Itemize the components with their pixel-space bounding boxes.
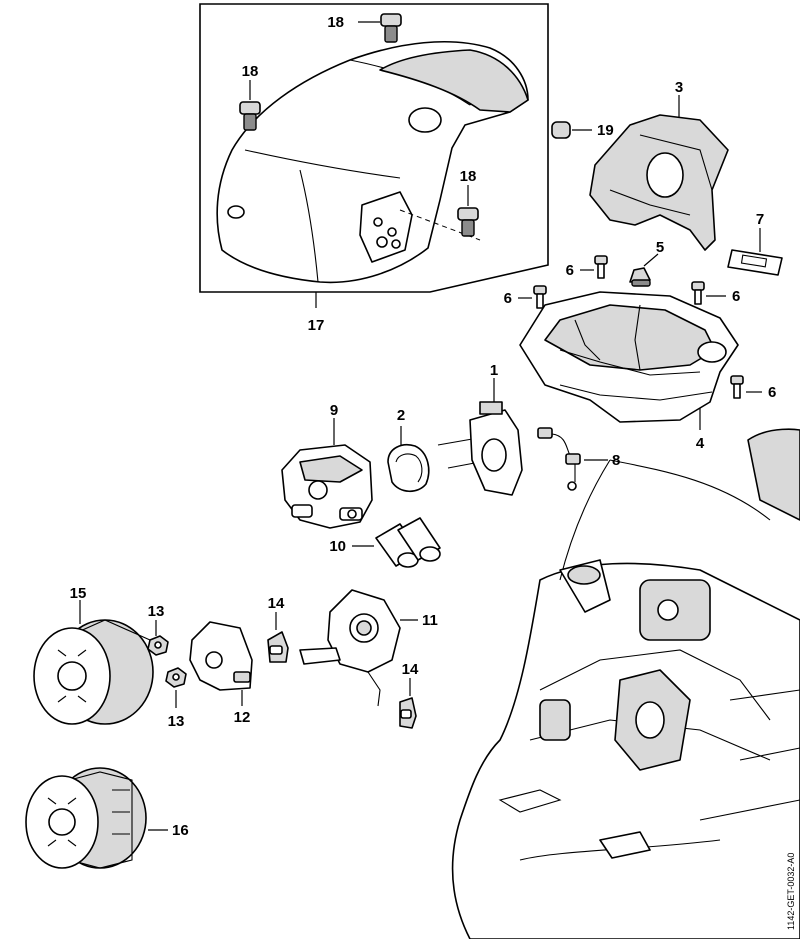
chainsaw-body bbox=[451, 428, 800, 939]
callout-13-top: 13 bbox=[148, 603, 165, 620]
part-2-gasket: 2 bbox=[387, 407, 430, 493]
callout-18-top: 18 bbox=[327, 14, 344, 31]
part-7-gasket: 7 bbox=[727, 211, 783, 276]
reference-code: 1142-GET-0032-A0 bbox=[786, 853, 796, 930]
fastener-18-top bbox=[380, 13, 402, 43]
callout-6-lower: 6 bbox=[768, 384, 776, 401]
callout-4: 4 bbox=[696, 435, 705, 452]
part-5-grommet: 5 bbox=[629, 239, 664, 287]
part-13-nuts: 13 13 bbox=[147, 603, 187, 730]
callout-9: 9 bbox=[330, 402, 338, 419]
callout-1: 1 bbox=[490, 362, 498, 379]
callout-12: 12 bbox=[234, 709, 251, 726]
callout-14-top: 14 bbox=[268, 595, 285, 612]
part-15-air-filter: 15 bbox=[33, 585, 154, 725]
callout-6-right: 6 bbox=[732, 288, 740, 305]
part-12-bracket: 12 bbox=[189, 621, 253, 726]
shroud-top-panel bbox=[379, 49, 529, 113]
screw-6-group: 6 6 6 6 bbox=[504, 255, 776, 401]
callout-17: 17 bbox=[308, 317, 325, 334]
part-3-baffle: 3 bbox=[589, 79, 729, 251]
callout-6-left: 6 bbox=[504, 290, 512, 307]
callout-18-right: 18 bbox=[460, 168, 477, 185]
part-9-carburetor: 9 bbox=[281, 402, 373, 529]
callout-13-bottom: 13 bbox=[168, 713, 185, 730]
shroud-cover bbox=[216, 41, 529, 284]
shroud-frame bbox=[199, 3, 549, 293]
callout-11: 11 bbox=[422, 612, 438, 629]
callout-18-left: 18 bbox=[242, 63, 259, 80]
part-8-wire: 8 bbox=[537, 427, 620, 491]
callout-15: 15 bbox=[70, 585, 87, 602]
part-11-bracket: 11 bbox=[299, 589, 438, 707]
callout-19: 19 bbox=[597, 122, 614, 139]
callout-8: 8 bbox=[612, 452, 620, 469]
part-19-grommet: 19 bbox=[551, 121, 614, 139]
part-4-carb-box: 4 bbox=[519, 291, 739, 452]
callout-16: 16 bbox=[172, 822, 189, 839]
callout-7: 7 bbox=[756, 211, 764, 228]
callout-6-top: 6 bbox=[566, 262, 574, 279]
shroud-knob-hole bbox=[408, 107, 442, 133]
fastener-18-left bbox=[239, 101, 261, 131]
callout-10: 10 bbox=[329, 538, 346, 555]
shroud-assembly-group: 18 18 18 17 bbox=[199, 3, 549, 334]
part-10-spacers: 10 bbox=[329, 517, 441, 568]
callout-2: 2 bbox=[397, 407, 405, 424]
fastener-18-right bbox=[457, 207, 479, 237]
part-14-clips: 14 14 bbox=[267, 595, 419, 729]
callout-14-bottom: 14 bbox=[402, 661, 419, 678]
callout-3: 3 bbox=[675, 79, 683, 96]
part-1-manifold: 1 bbox=[437, 362, 523, 496]
callout-5: 5 bbox=[656, 239, 664, 256]
part-16-air-filter: 16 bbox=[25, 767, 189, 869]
